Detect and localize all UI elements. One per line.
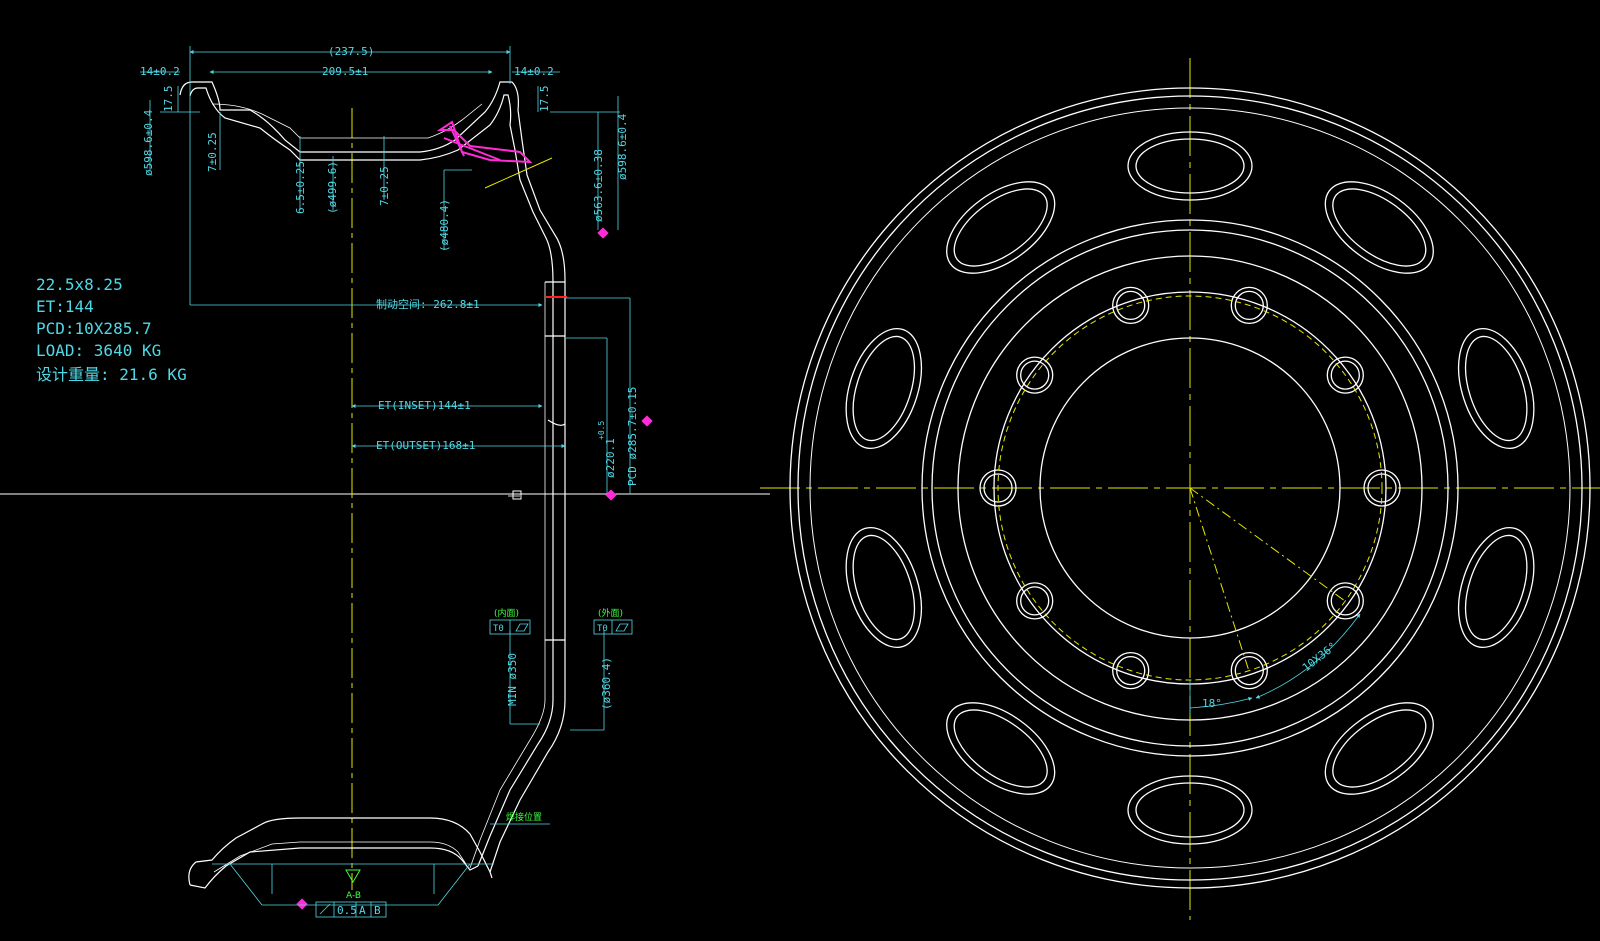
gdt-right-frame: T0 (597, 624, 608, 634)
bolt-hole (1367, 473, 1397, 503)
vent-hole (845, 526, 923, 649)
dim-brake-space: 制动空间: 262.8±1 (376, 297, 480, 311)
spec-load: LOAD: 3640 KG (36, 341, 161, 360)
dim-5636: ø563.6±0.38 (592, 149, 605, 222)
bolt-hole (1234, 290, 1264, 321)
dim-598-left: ø598.6±0.4 (142, 109, 155, 176)
bolt-hole (1230, 286, 1268, 325)
bolt-hole (1363, 469, 1401, 507)
bolt-hole (1116, 655, 1146, 686)
dim-overall-width: (237.5) (328, 45, 374, 58)
bolt-hole (1016, 582, 1054, 620)
bolt-hole (1330, 360, 1360, 390)
dim-et-inset: ET(INSET)144±1 (378, 399, 471, 412)
gdt-bottom-value: 0.5 (337, 904, 357, 917)
bolt-hole (1112, 651, 1150, 690)
rim-section-outline (179, 81, 566, 889)
gdt-datum-b: B (374, 904, 381, 917)
bolt-hole (1020, 360, 1050, 390)
datum-triangle (345, 869, 361, 883)
gdt-section: A-B (346, 891, 361, 901)
spec-et: ET:144 (36, 297, 94, 316)
dimension-labels: (237.5) 209.5±1 14±0.2 14±0.2 17.5 17.5 … (140, 45, 1339, 710)
gdt-left-frame: T0 (493, 624, 504, 634)
dim-flange-height-right: 17.5 (538, 86, 551, 113)
vent-hole (1324, 181, 1434, 274)
gdt-datum-a: A (359, 904, 366, 917)
vent-hole (1127, 131, 1253, 201)
dimension-lines (140, 46, 631, 906)
bolt-hole (979, 469, 1017, 507)
bolt-hole (1112, 286, 1150, 325)
dim-thk-65: 6.5±0.25 (294, 161, 307, 214)
angle-construction (1189, 487, 1346, 672)
wheel-front-view (789, 87, 1591, 889)
bolt-hole (1116, 290, 1146, 321)
magenta-markers (296, 227, 653, 910)
wheel-outer-edge (789, 87, 1591, 889)
dim-flange-right: 14±0.2 (514, 65, 554, 78)
weld-highlight (436, 120, 533, 164)
dim-min-350: MIN ø350 (506, 653, 519, 706)
dim-4804: (ø480.4) (438, 199, 451, 252)
bolt-hole (983, 473, 1013, 503)
dim-flange-height-left: 17.5 (162, 86, 175, 113)
vent-hole (1457, 526, 1535, 649)
dim-flange-left: 14±0.2 (140, 65, 180, 78)
dim-angle-18: 18° (1202, 697, 1222, 710)
dim-4996: (ø499.6) (326, 161, 339, 214)
dim-598-right: ø598.6±0.4 (616, 113, 629, 180)
spec-weight: 设计重量: 21.6 KG (36, 365, 187, 384)
dim-pcd: PCD ø285.7±0.15 (626, 387, 639, 486)
spec-notes: 22.5x8.25 ET:144 PCD:10X285.7 LOAD: 3640… (36, 275, 187, 384)
gdt-frames (315, 619, 633, 918)
dim-3604: (ø360.4) (600, 657, 613, 710)
wheel-disc-ring (921, 219, 1459, 757)
dim-220: ø220.1 (604, 438, 617, 478)
vent-hole (1324, 702, 1434, 795)
dim-220-tol: +0.5 (597, 421, 606, 440)
vent-hole (1127, 775, 1253, 845)
bolt-hole (1016, 356, 1054, 394)
vent-hole (946, 181, 1056, 274)
dim-thk-7-left: 7±0.25 (206, 132, 219, 172)
dim-et-outset: ET(OUTSET)168±1 (376, 439, 475, 452)
dim-thk-7-mid: 7±0.25 (378, 166, 391, 206)
gdt-left-label: (内面) (494, 607, 519, 619)
bolt-hole (1326, 356, 1364, 394)
weld-line (484, 157, 553, 189)
spec-pcd: PCD:10X285.7 (36, 319, 152, 338)
bolt-hole (1020, 586, 1050, 616)
vent-hole (1457, 327, 1535, 450)
vent-hole (845, 327, 923, 450)
angle-dims (1189, 613, 1361, 716)
center-bore (1039, 337, 1341, 639)
spec-size: 22.5x8.25 (36, 275, 123, 294)
centerlines (0, 58, 1600, 920)
gdt-right-label: (外面) (598, 607, 623, 619)
weld-note: 焊接位置 (506, 811, 542, 823)
gdt-text: (内面) (外面) T0 T0 0.5 A B A-B 焊接位置 (337, 607, 623, 917)
dim-inner-width: 209.5±1 (322, 65, 368, 78)
vent-hole (946, 702, 1056, 795)
